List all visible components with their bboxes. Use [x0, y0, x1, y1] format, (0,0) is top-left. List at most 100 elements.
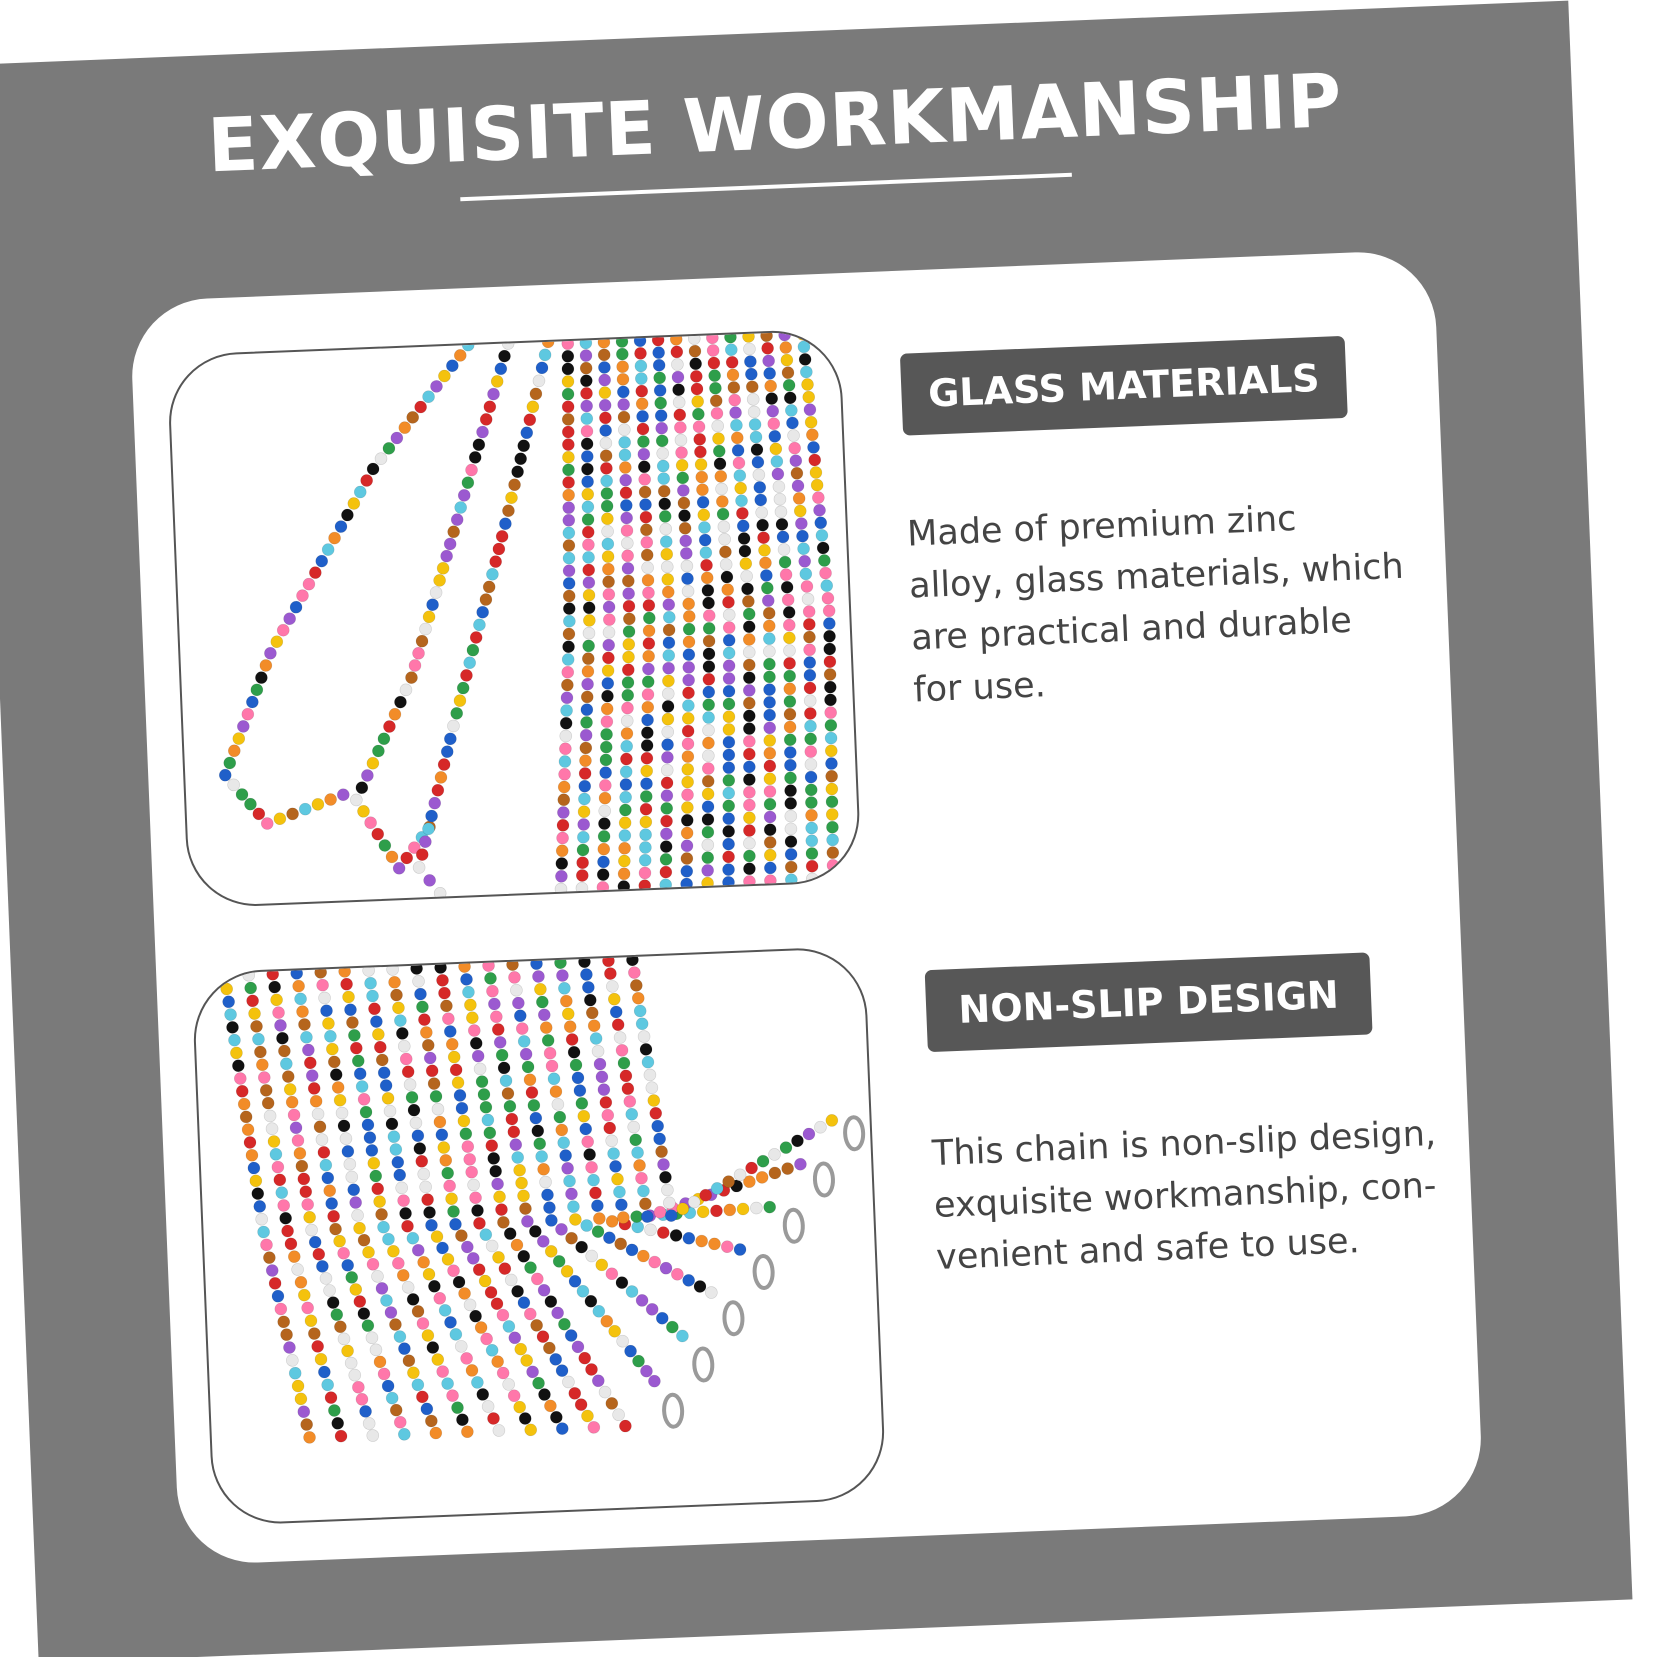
bead: [722, 621, 736, 634]
bead: [803, 403, 817, 416]
bead: [791, 1134, 804, 1148]
bead: [598, 817, 611, 830]
bead: [447, 1205, 460, 1218]
bead: [814, 1120, 827, 1134]
bead: [743, 773, 756, 786]
bead: [534, 982, 547, 996]
bead: [773, 492, 787, 506]
bead: [416, 1000, 429, 1014]
bead: [633, 334, 647, 348]
bead: [438, 986, 451, 1000]
bead: [720, 570, 734, 584]
bead: [598, 361, 611, 374]
bead: [676, 471, 690, 485]
bead: [785, 404, 798, 417]
bead: [722, 825, 735, 838]
bead: [602, 954, 615, 968]
bead: [639, 790, 653, 803]
bead: [390, 431, 404, 445]
bead: [600, 499, 614, 513]
bead: [331, 1081, 345, 1094]
bead: [803, 618, 816, 631]
bead: [585, 1249, 599, 1263]
bead: [823, 668, 837, 681]
bead: [805, 796, 818, 809]
bead: [639, 1043, 653, 1056]
bead: [692, 407, 705, 421]
bead: [746, 393, 760, 406]
bead: [820, 579, 834, 592]
bead: [804, 783, 818, 797]
bead: [780, 353, 794, 367]
bead: [569, 1213, 582, 1226]
bead: [532, 970, 545, 983]
bead: [285, 1095, 299, 1109]
bead: [450, 513, 464, 526]
bead: [694, 445, 707, 459]
bead: [663, 1196, 676, 1210]
bead: [678, 521, 692, 535]
bead: [582, 601, 596, 615]
bead: [784, 784, 797, 797]
bead: [722, 646, 736, 660]
bead: [316, 1260, 329, 1273]
bead: [533, 1137, 547, 1150]
bead: [783, 733, 797, 747]
bead: [619, 790, 632, 804]
bead: [396, 1269, 410, 1282]
bead: [591, 1199, 604, 1213]
bead: [675, 458, 689, 472]
bead: [753, 481, 767, 494]
bead: [537, 1162, 550, 1176]
bead: [581, 500, 595, 514]
bead: [616, 373, 630, 386]
bead: [469, 1309, 482, 1323]
bead: [473, 1217, 486, 1230]
bead: [616, 360, 629, 374]
bead: [761, 581, 774, 595]
bead: [419, 622, 432, 636]
bead: [593, 1212, 606, 1225]
bead: [642, 637, 656, 650]
bead: [599, 411, 612, 425]
bead: [784, 835, 798, 848]
bead: [618, 816, 632, 830]
bead: [583, 993, 597, 1007]
bead: [825, 795, 839, 809]
bead: [487, 1152, 501, 1165]
bead: [653, 1205, 667, 1219]
bead: [722, 723, 736, 736]
bead: [478, 1274, 492, 1288]
bead: [659, 878, 672, 892]
bead: [322, 1017, 335, 1030]
bead: [585, 1363, 598, 1376]
bead: [720, 1240, 734, 1254]
bead: [327, 1210, 340, 1223]
bead: [581, 677, 594, 691]
bead: [292, 979, 305, 993]
page-title: EXQUISITE WORKMANSHIP: [206, 57, 1345, 190]
bead: [804, 745, 818, 758]
bead: [606, 980, 619, 993]
bead: [710, 1182, 724, 1195]
bead: [369, 1169, 383, 1183]
bead: [447, 1050, 461, 1064]
bead: [474, 1321, 488, 1334]
bead: [392, 1256, 405, 1270]
bead: [635, 1171, 648, 1185]
bead: [422, 610, 436, 624]
bead: [374, 452, 388, 465]
bead: [326, 1296, 340, 1309]
bead: [377, 1367, 391, 1381]
bead: [529, 1111, 543, 1125]
bead: [803, 656, 817, 669]
bead: [398, 421, 412, 434]
bead: [558, 767, 571, 781]
bead: [816, 541, 830, 555]
bead: [784, 797, 798, 810]
bead: [812, 491, 825, 504]
bead: [694, 458, 708, 471]
bead: [575, 1097, 589, 1110]
bead: [558, 755, 572, 768]
bead: [535, 361, 549, 375]
